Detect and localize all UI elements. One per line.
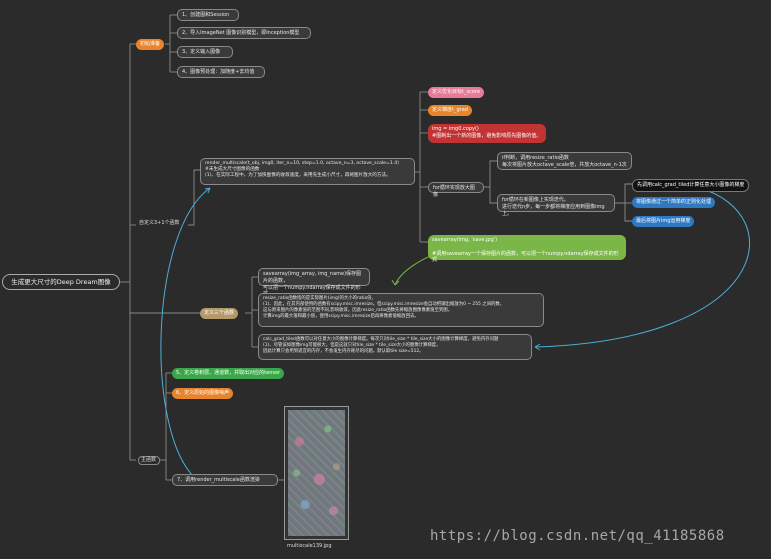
func-resize-ratio[interactable]: resize_ratio函数指的是实际图片(img)的大小的ratio倍， (1… [258, 293, 544, 327]
func-savearray[interactable]: savearray(img_array, img_name)保存图片的函数， 可… [258, 268, 370, 297]
step-img-copy[interactable]: img = img0.copy() #图制出一个新的图像，避免影响原先图像的值。 [428, 124, 546, 143]
main-step-5[interactable]: 5、定义卷积层、通道数，并取出对应的tensor [172, 368, 285, 379]
image-caption: multiscale139.jpg [287, 543, 332, 549]
func-calc-grad-tiled[interactable]: calc_grad_tiled函数可以对任意大小的图像计算梯度。每次只对tile… [258, 334, 532, 360]
dream-image [284, 406, 349, 540]
for-item-resize[interactable]: if判断，调用resize_ratio函数 每次将图片放大octave_scal… [497, 152, 632, 170]
prep-item-1[interactable]: 1、创建图和Session [177, 9, 239, 21]
render-multiscale-node[interactable]: render_multiscale(t_obj, img0, iter_n=10… [200, 158, 415, 185]
child-calc-grad[interactable]: 先调用calc_grad_tiled计算任意大小图像的梯度 [632, 179, 750, 192]
prep-item-3[interactable]: 3、定义输入图像 [177, 46, 233, 58]
step-define-score[interactable]: 定义优化目标t_score [428, 87, 484, 98]
main-step-7[interactable]: 7、调用render_multiscale函数渲染 [172, 474, 278, 486]
step-define-grad[interactable]: 定义梯度t_grad [428, 105, 472, 116]
branch-initial-prep[interactable]: 初始准备 [136, 39, 165, 50]
branch-three-functions[interactable]: 定义三个函数 [200, 308, 239, 319]
dream-image-pattern [288, 410, 345, 536]
branch-custom-functions[interactable]: 自定义3+1个函数 [139, 220, 180, 226]
watermark: https://blog.csdn.net/qq_41185868 [430, 528, 725, 544]
child-regularize[interactable]: 将图像通过一个简单的正则化处理 [632, 197, 716, 208]
root-node[interactable]: 生成更大尺寸的Deep Dream图像 [2, 274, 120, 290]
prep-item-4[interactable]: 4、图像预处理：加随度+去均值 [177, 66, 265, 78]
main-step-6[interactable]: 6、定义原始的图像噪声 [172, 388, 234, 399]
prep-item-2[interactable]: 2、导入ImageNet 图像识别模型，即Inception模型 [177, 27, 311, 39]
for-item-iterate[interactable]: for循环在新图像上实现迭代。 进行迭代n步，每一步都将梯度应用到图像img上。 [497, 194, 615, 217]
for-loop-node[interactable]: for循环实现放大图像 [428, 182, 484, 198]
save-block[interactable]: savearray(img, 'save.jpg') #调用savearray一… [428, 235, 626, 263]
branch-main[interactable]: 主函数 [138, 456, 160, 465]
child-apply-grad[interactable]: 最后将图片img运用梯度 [632, 216, 695, 227]
